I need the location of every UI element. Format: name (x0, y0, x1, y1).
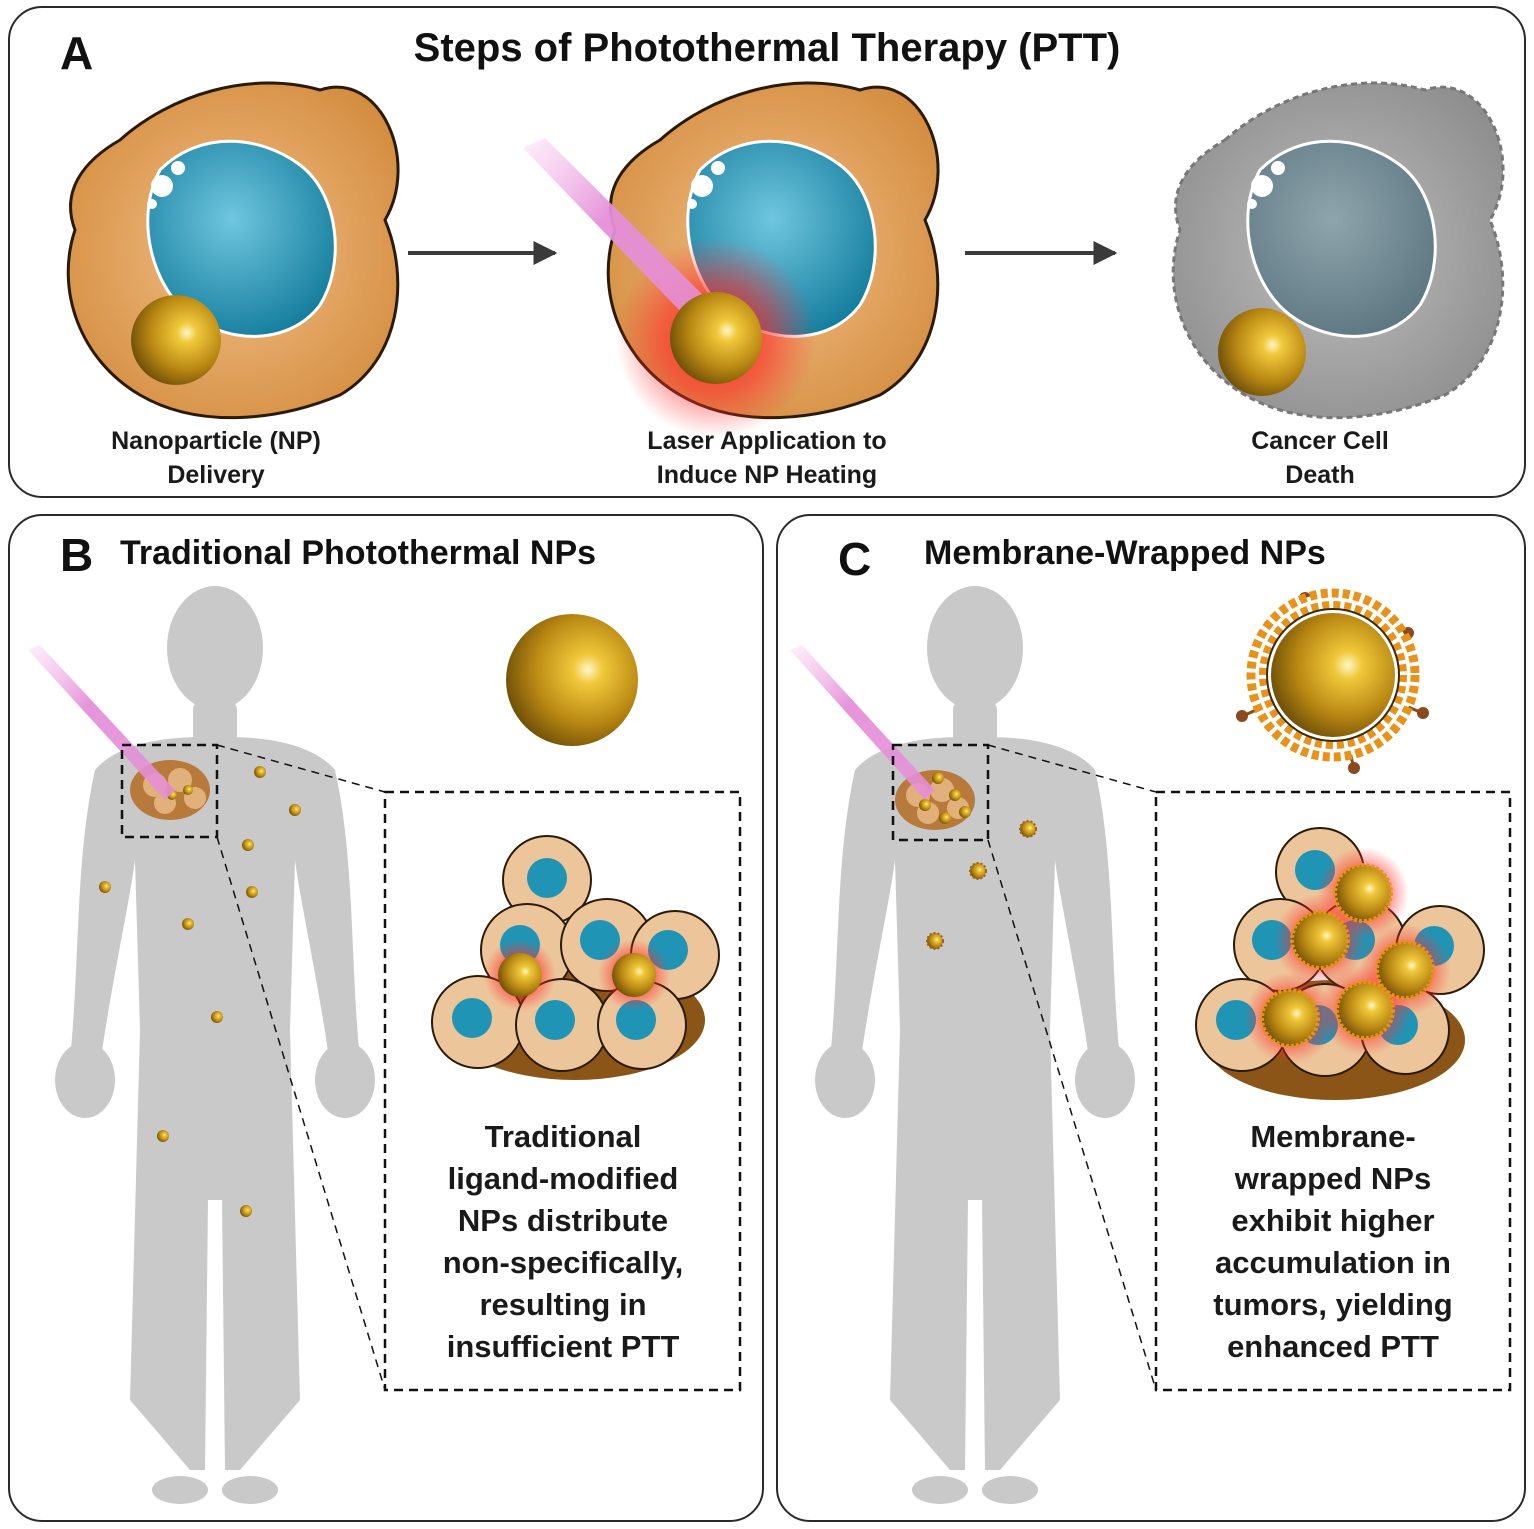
panel-c-letter: C (838, 533, 872, 585)
panel-c-title: Membrane-Wrapped NPs (924, 534, 1326, 572)
body-silhouette-b (55, 586, 375, 1504)
bare-gold-nanoparticle-icon (506, 614, 638, 746)
panel-a-letter: A (60, 27, 94, 79)
panel-b-description: Traditional ligand-modified NPs distribu… (442, 1119, 684, 1364)
laser-beam-icon (790, 645, 935, 800)
step-2-caption: Laser Application to Induce NP Heating (647, 427, 887, 489)
heated-cancer-cell-2 (523, 81, 940, 438)
gold-nanoparticle-icon (670, 292, 762, 384)
tumor-zoom-box (120, 743, 219, 839)
dead-cancer-cell-3 (1171, 81, 1505, 420)
panel-c-description: Membrane- wrapped NPs exhibit higher acc… (1213, 1119, 1453, 1364)
tumor-cluster-b (431, 835, 720, 1080)
scattered-wrapped-nanoparticles-c (926, 820, 1037, 950)
body-silhouette-c (815, 586, 1135, 1504)
gold-nanoparticle-icon (131, 295, 221, 385)
gold-nanoparticle-icon (1218, 308, 1306, 396)
step-3-caption: Cancer Cell Death (1251, 427, 1389, 489)
healthy-cancer-cell-1 (66, 81, 400, 420)
tumor-cluster-c (1195, 827, 1485, 1100)
laser-beam-icon (523, 138, 728, 340)
panel-b-letter: B (60, 529, 94, 581)
step-1-caption: Nanoparticle (NP) Delivery (111, 427, 321, 489)
laser-beam-icon (28, 645, 175, 800)
panel-a-title: Steps of Photothermal Therapy (PTT) (413, 26, 1121, 70)
membrane-wrapped-nanoparticle-icon (1236, 588, 1429, 774)
tumor-zoom-box (891, 743, 990, 842)
scattered-nanoparticles-b (99, 766, 301, 1217)
panel-b-title: Traditional Photothermal NPs (120, 534, 597, 572)
